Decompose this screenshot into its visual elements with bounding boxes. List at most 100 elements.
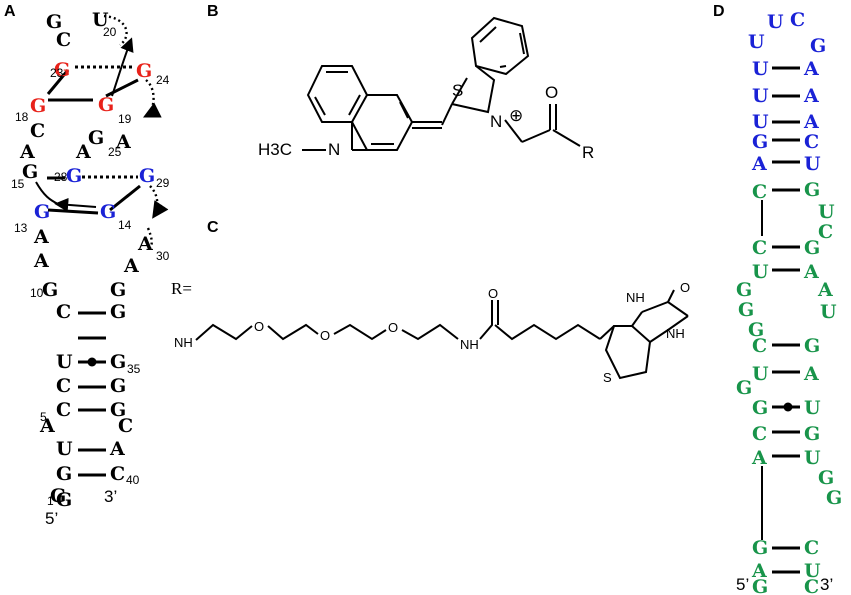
atom-nh-amide: NH [460,337,479,352]
nucleotide-u8: U [56,351,73,373]
nt-number: 23 [50,66,64,80]
nt-number: 18 [15,110,29,124]
nucleotide-c38: C [118,415,133,437]
nucleotide-d-a8: A [751,447,767,469]
nucleotide-d-g11: G [804,423,820,445]
nucleotide-d-c7: C [752,423,767,445]
nt-number: 30 [156,249,170,263]
panel-a-numbers: 20 23 24 18 19 25 15 28 29 13 14 30 10 3… [11,25,170,508]
nucleotide-d-a1: A [803,58,819,80]
nucleotide-c6: C [56,399,71,421]
nucleotide-d-g9: G [736,377,752,399]
nucleotide-d-c3: C [752,181,767,203]
nucleotide-a30: A [137,233,153,255]
nucleotide-a11: A [33,250,49,272]
panel-b-bonds [302,16,581,151]
panel-label-b: B [207,3,219,20]
nucleotide-d-u1: U [767,11,784,33]
nucleotide-g13: G [34,201,50,223]
nucleotide-d-c8: C [804,537,819,559]
nucleotide-d-c1: C [790,9,805,31]
nucleotide-d-u12: U [804,447,821,469]
nucleotide-d-g12: G [818,467,834,489]
atom-nh-ring2: NH [666,326,685,341]
nt-number: 10 [30,286,44,300]
nt-number: 25 [108,145,122,159]
nucleotide-g28: G [66,165,82,187]
nucleotide-d-g13: G [826,487,842,509]
nucleotide-d-g6: G [738,299,754,321]
nt-number: 15 [11,177,25,191]
atom-ether-o3: O [388,320,398,335]
nucleotide-d-u3: U [752,58,769,80]
nt-number: 20 [103,25,117,39]
nucleotide-c40: C [110,463,125,485]
nucleotide-g23: G [54,59,70,81]
nt-number: 29 [156,176,170,190]
nucleotide-d-u5: U [752,111,769,133]
nucleotide-d-c9: C [804,576,819,595]
nucleotide-d-a3: A [803,111,819,133]
nucleotide-g15: G [22,161,38,183]
nucleotide-d-u9: U [820,301,837,323]
nucleotide-g2: G [56,489,72,511]
nucleotide-a31: A [123,255,139,277]
nucleotide-c17: C [30,120,45,142]
nucleotide-g22: G [46,11,62,33]
nucleotide-g36: G [110,375,126,397]
nucleotide-d-c6: C [752,335,767,357]
nucleotide-d-a5: A [803,261,819,283]
nucleotide-d-a6: A [817,279,833,301]
nucleotide-u20: U [92,9,109,31]
nucleotide-d-u4: U [752,85,769,107]
nt-number: 24 [156,73,170,87]
nucleotide-d-a4: A [751,153,767,175]
nucleotide-g37: G [110,399,126,421]
atom-o: O [545,83,558,102]
atom-s-ring: S [603,370,612,385]
nucleotide-d-u11: U [804,397,821,419]
nucleotide-d-g5: G [736,279,752,301]
panel-d-bonds [761,66,800,574]
atom-r: R [582,143,594,162]
atom-o-urea: O [680,280,690,295]
nucleotide-d-g3: G [804,179,820,201]
nucleotide-d-a7: A [803,363,819,385]
r-label: R= [171,279,192,298]
nucleotide-a27: A [75,141,91,163]
panel-label-c: C [207,219,219,236]
nt-number: 1 [47,494,54,508]
nt-number: 35 [127,362,141,376]
nucleotide-d-g8: G [804,335,820,357]
nucleotide-c9: C [56,301,71,323]
nucleotide-d-u8: U [752,261,769,283]
nucleotide-g3: G [56,463,72,485]
atom-s: S [452,81,463,100]
three-prime-label-d: 3’ [820,575,833,594]
atom-ether-o2: O [320,328,330,343]
nucleotide-d-c4: C [818,221,833,243]
nucleotide-d-c2: C [804,131,819,153]
nt-number: 40 [126,473,140,487]
nucleotide-c7: C [56,375,71,397]
nucleotide-a5: A [39,415,55,437]
panel-c-bonds [195,289,689,380]
nucleotide-g33: G [110,301,126,323]
nucleotide-d-u13: U [804,560,821,582]
atom-n-methyl: N [328,140,340,159]
nucleotide-d-a9: A [751,560,767,582]
nt-number: 13 [14,221,28,235]
atom-nh-ring1: NH [626,290,645,305]
nucleotide-d-u10: U [752,363,769,385]
nucleotide-g26: G [88,127,104,149]
atom-ether-o1: O [254,319,264,334]
nucleotide-d-a2: A [803,85,819,107]
nt-number: 14 [118,218,132,232]
nucleotide-d-g1: G [810,35,826,57]
panel-label-a: A [4,3,16,20]
nucleotide-g29: G [139,165,155,187]
